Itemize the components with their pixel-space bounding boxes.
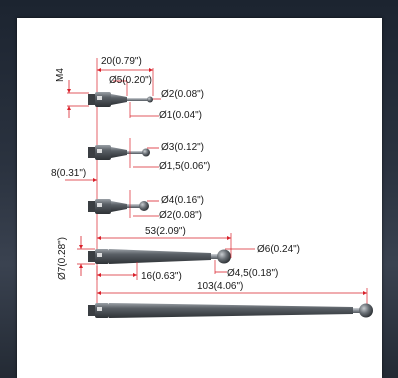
stylus-dimension-drawing: 20(0.79") M4 Ø5(0.20") Ø2(0.08") Ø1(0.04… [51, 56, 373, 318]
stylus1-stem-label: Ø1(0.04") [159, 110, 202, 121]
stylus2-ball-label: Ø3(0.12") [161, 142, 204, 153]
stylus-1 [88, 92, 153, 107]
stylus3-stem-label: Ø2(0.08") [159, 210, 202, 221]
drawing-sheet: 20(0.79") M4 Ø5(0.20") Ø2(0.08") Ø1(0.04… [17, 18, 382, 378]
stylus4-ball-label: Ø6(0.24") [257, 244, 300, 255]
stylus-2 [88, 145, 150, 160]
stylus4-shank-label: Ø7(0.28") [57, 237, 68, 280]
thread-label: M4 [55, 68, 66, 82]
stylus-4 [88, 249, 231, 264]
stylus5-length-label: 103(4.06") [197, 281, 243, 292]
stylus3-ball-label: Ø4(0.16") [161, 195, 204, 206]
stylus1-ball-label: Ø2(0.08") [161, 89, 204, 100]
stylus4-length-label: 53(2.09") [145, 226, 186, 237]
stylus2-stem-label: Ø1,5(0.06") [159, 161, 210, 172]
stylus4-taper-label: 16(0.63") [141, 271, 182, 282]
top-length-label: 20(0.79") [101, 56, 142, 67]
stylus-3 [88, 199, 149, 214]
stylus4-stem-label: Ø4,5(0.18") [227, 268, 278, 279]
left-offset-label: 8(0.31") [51, 168, 86, 179]
stylus-5 [88, 303, 373, 318]
stylus1-shank-label: Ø5(0.20") [109, 75, 152, 86]
